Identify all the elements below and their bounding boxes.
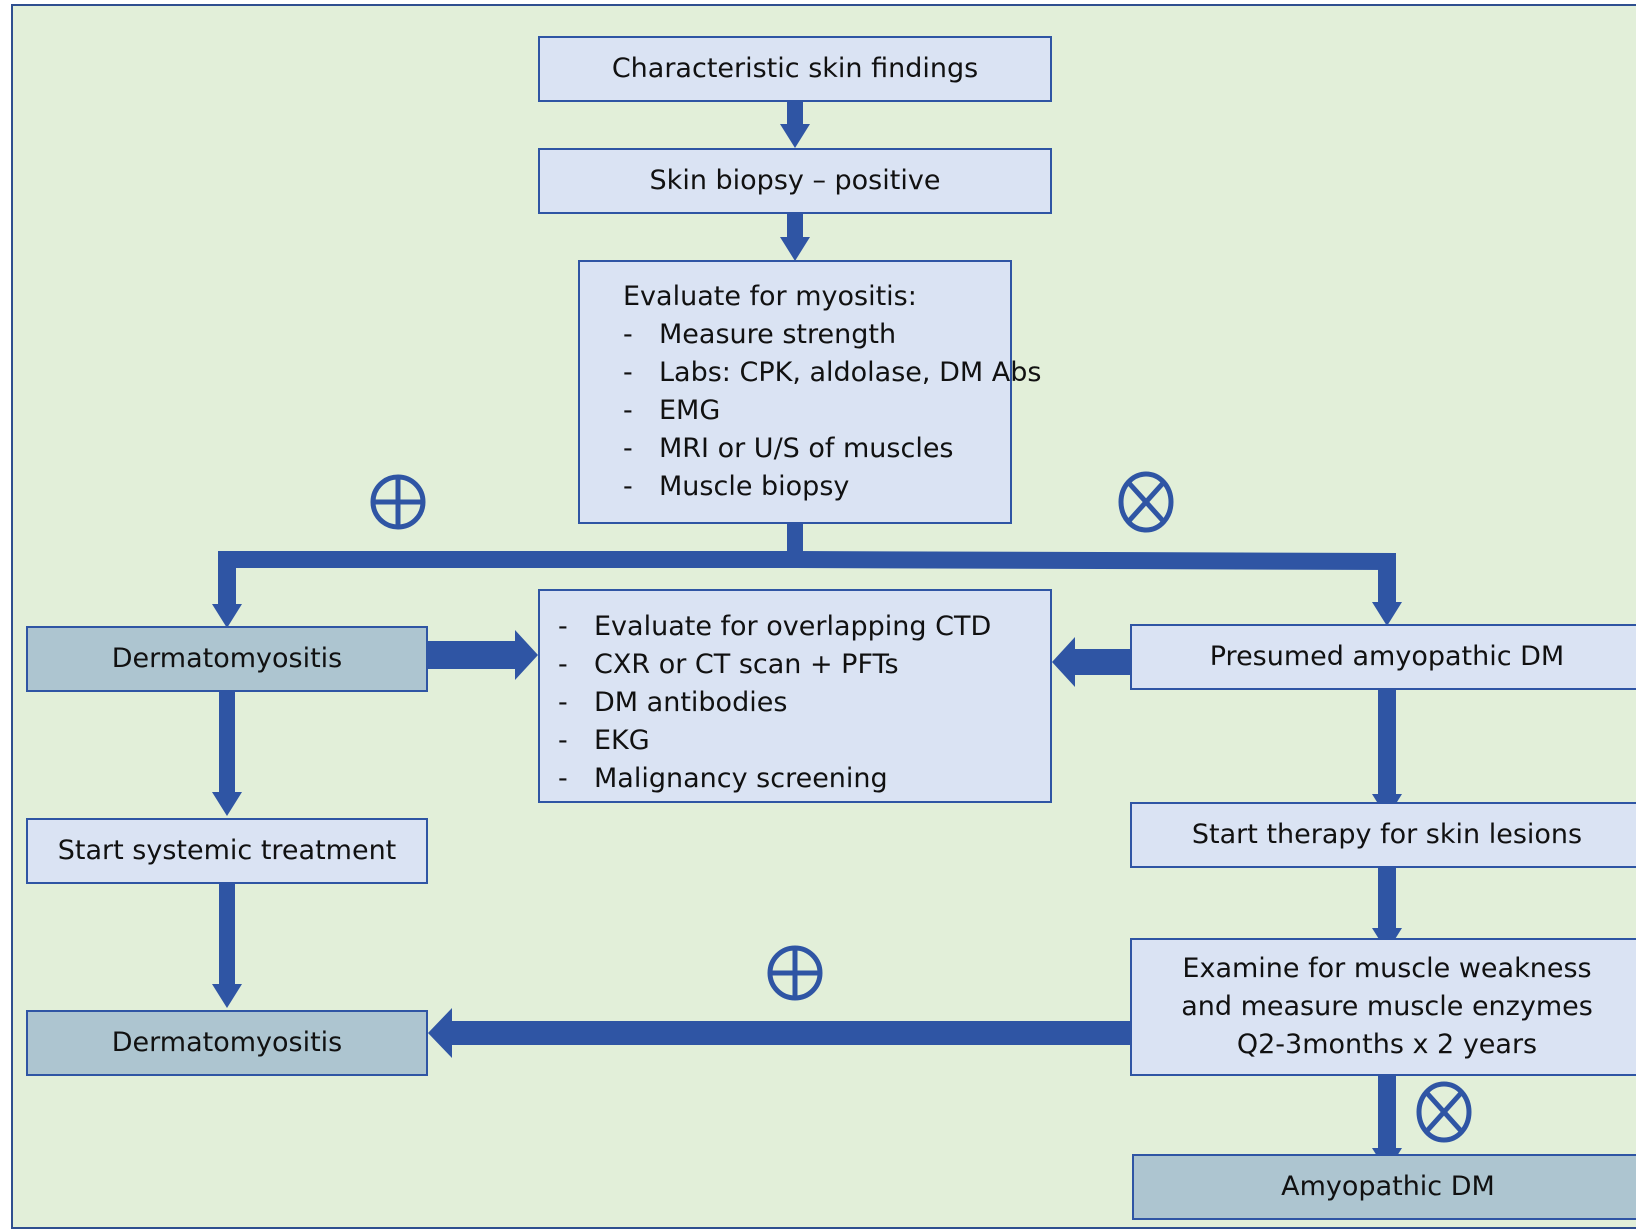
list-item: Labs: CPK, aldolase, DM Abs xyxy=(623,354,1041,392)
node-presumed-amyopathic-label: Presumed amyopathic DM xyxy=(1209,640,1565,672)
list-item: Evaluate for overlapping CTD xyxy=(558,608,991,646)
list-item: EKG xyxy=(558,722,991,760)
arrow-dm-to-workup xyxy=(427,641,517,669)
examine-line: Q2-3months x 2 years xyxy=(1236,1029,1538,1060)
node-skin-findings: Characteristic skin findings xyxy=(538,36,1052,102)
node-systemic-treatment-label: Start systemic treatment xyxy=(57,834,397,866)
circled-plus-icon xyxy=(370,474,426,530)
examine-line: and measure muscle enzymes xyxy=(1181,991,1593,1022)
node-skin-biopsy: Skin biopsy – positive xyxy=(538,148,1052,214)
node-amyopathic-dm: Amyopathic DM xyxy=(1132,1154,1636,1220)
list-item: DM antibodies xyxy=(558,684,991,722)
node-presumed-amyopathic: Presumed amyopathic DM xyxy=(1130,624,1636,690)
node-systemic-treatment: Start systemic treatment xyxy=(26,818,428,884)
circled-x-icon xyxy=(1416,1081,1472,1143)
arrow-findings-to-biopsy xyxy=(787,100,803,125)
node-dermatomyositis-left: Dermatomyositis xyxy=(26,626,428,692)
node-examine: Examine for muscle weakness and measure … xyxy=(1130,938,1636,1076)
branch-stem xyxy=(787,522,803,554)
circled-plus-icon xyxy=(767,945,823,1001)
list-item: Malignancy screening xyxy=(558,760,991,798)
node-dermatomyositis-left-label: Dermatomyositis xyxy=(111,642,343,674)
node-amyopathic-dm-label: Amyopathic DM xyxy=(1281,1170,1495,1202)
node-dermatomyositis-bottom: Dermatomyositis xyxy=(26,1010,428,1076)
node-skin-therapy-label: Start therapy for skin lesions xyxy=(1191,818,1583,850)
arrow-examine-to-dm xyxy=(450,1021,1132,1045)
arrow-biopsy-to-evaluate xyxy=(787,212,803,238)
branch-bar xyxy=(218,551,1395,570)
evaluate-title: Evaluate for myositis: xyxy=(623,281,917,312)
circled-x-icon xyxy=(1118,471,1174,533)
node-skin-therapy: Start therapy for skin lesions xyxy=(1130,802,1636,868)
list-item: Measure strength xyxy=(623,316,1041,354)
examine-line: Examine for muscle weakness xyxy=(1182,953,1592,984)
node-dermatomyositis-bottom-label: Dermatomyositis xyxy=(111,1026,343,1058)
list-item: MRI or U/S of muscles xyxy=(623,430,1041,468)
list-item: EMG xyxy=(623,392,1041,430)
node-evaluate-myositis: Evaluate for myositis: Measure strength … xyxy=(578,260,1041,524)
node-skin-biopsy-label: Skin biopsy – positive xyxy=(649,164,941,196)
node-workup: Evaluate for overlapping CTD CXR or CT s… xyxy=(538,589,1052,803)
list-item: Muscle biopsy xyxy=(623,468,1041,506)
node-skin-findings-label: Characteristic skin findings xyxy=(611,52,979,84)
list-item: CXR or CT scan + PFTs xyxy=(558,646,991,684)
arrow-presumed-to-workup xyxy=(1073,649,1131,675)
